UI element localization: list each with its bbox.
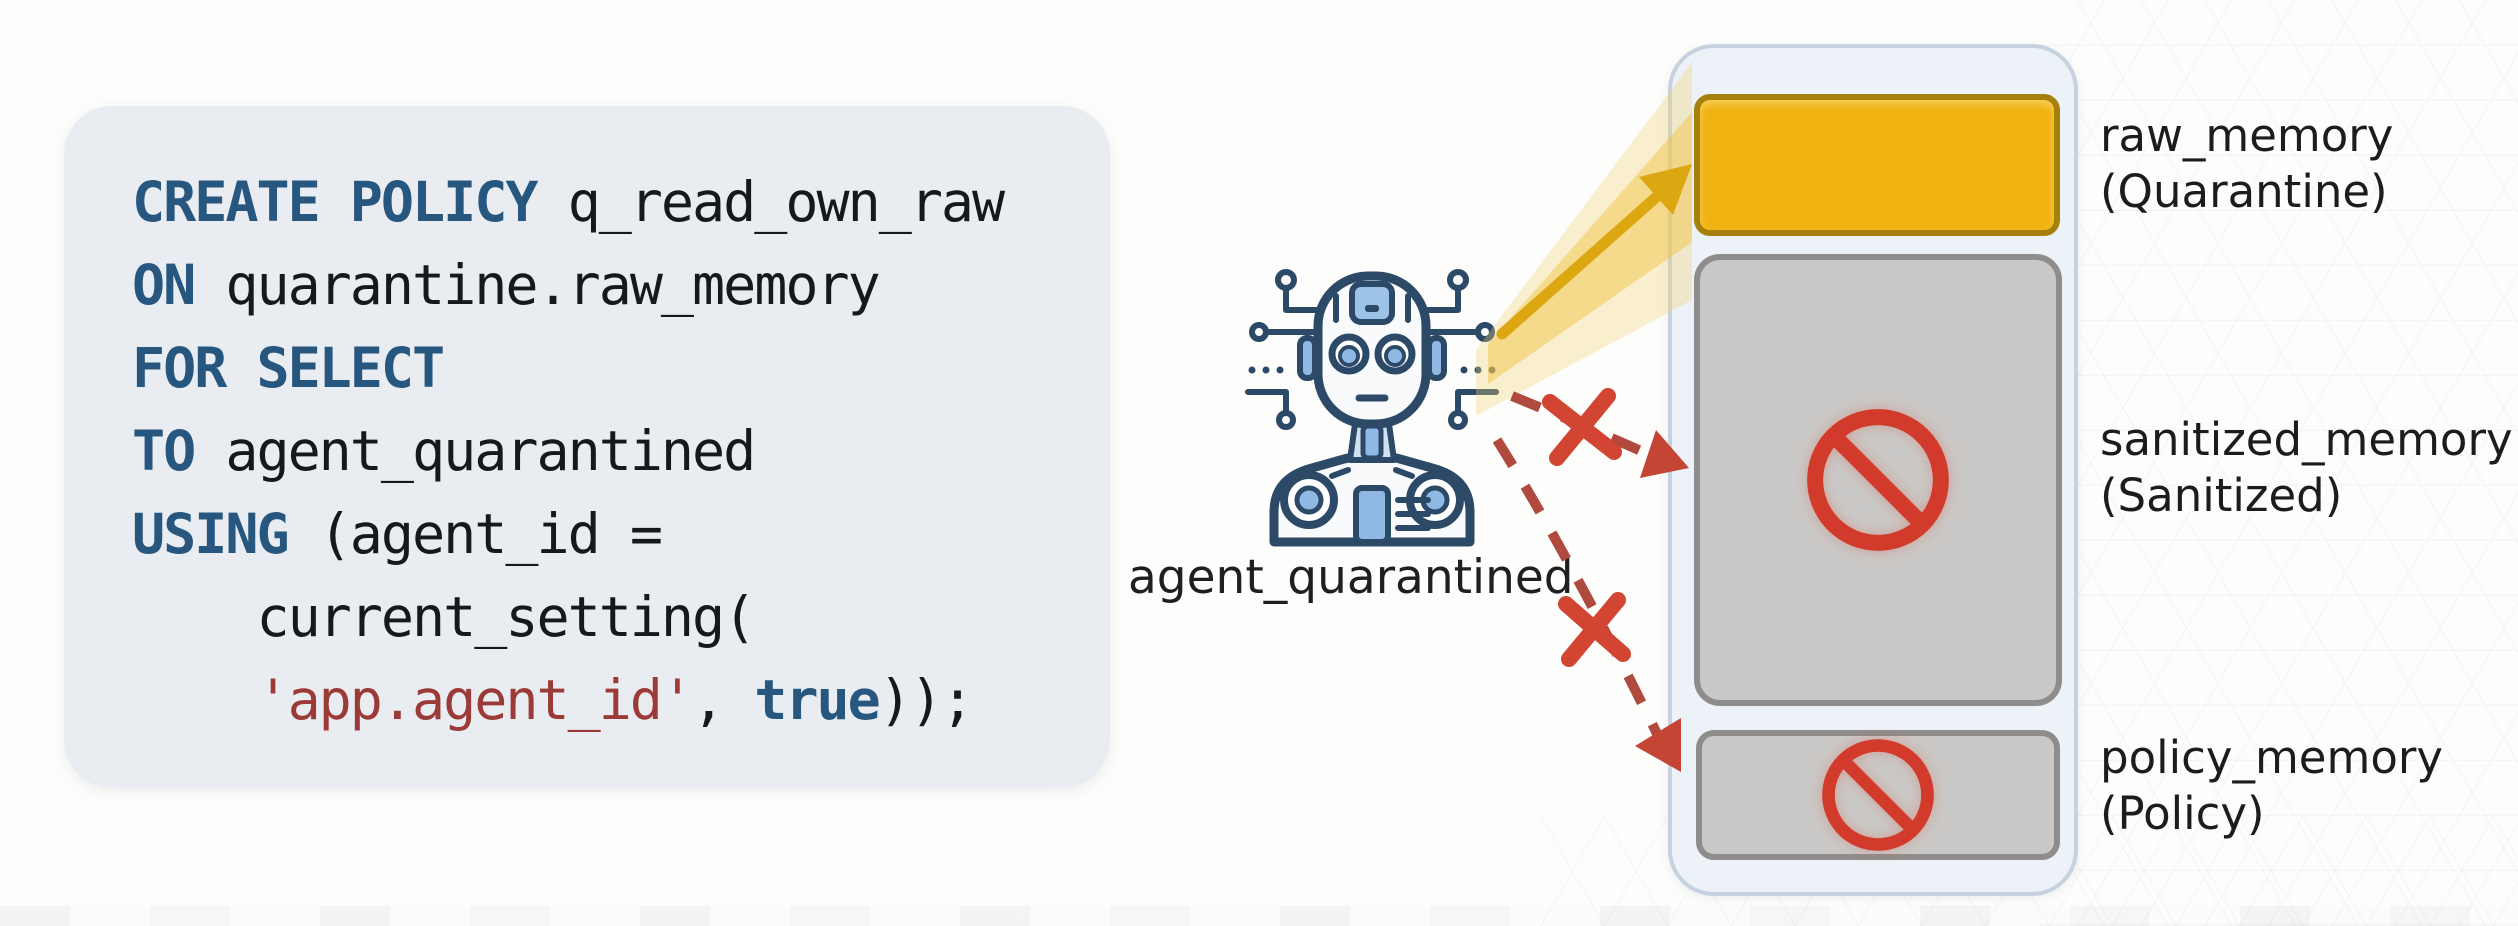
raw-memory-box bbox=[1694, 94, 2060, 236]
policy-memory-box bbox=[1696, 730, 2060, 860]
circuit-right bbox=[1423, 269, 1499, 430]
raw-memory-label-sub: (Quarantine) bbox=[2100, 165, 2388, 218]
sanitized-memory-box bbox=[1694, 254, 2062, 706]
sanitized-memory-label: sanitized_memory (Sanitized) bbox=[2100, 412, 2518, 524]
sanitized-memory-label-name: sanitized_memory bbox=[2100, 413, 2513, 466]
no-entry-icon bbox=[1807, 409, 1949, 551]
blocked-arrow-sanitized-memory bbox=[1510, 388, 1689, 478]
sanitized-memory-label-sub: (Sanitized) bbox=[2100, 469, 2343, 522]
raw-memory-label-name: raw_memory bbox=[2100, 109, 2394, 162]
raw-memory-label: raw_memory (Quarantine) bbox=[2100, 108, 2518, 220]
robot-icon bbox=[1245, 269, 1499, 547]
bottom-edge-strip bbox=[0, 906, 2518, 926]
x-mark bbox=[1558, 592, 1631, 667]
circuit-left bbox=[1245, 269, 1321, 430]
policy-memory-label-name: policy_memory bbox=[2100, 731, 2443, 784]
policy-memory-label-sub: (Policy) bbox=[2100, 787, 2265, 840]
policy-memory-label: policy_memory (Policy) bbox=[2100, 730, 2518, 842]
x-mark bbox=[1542, 388, 1622, 466]
background-pattern bbox=[2040, 0, 2518, 926]
blocked-arrow-policy-memory bbox=[1492, 437, 1681, 772]
memory-schema-panel bbox=[1668, 44, 2078, 896]
no-entry-icon bbox=[1822, 739, 1934, 851]
agent-role-label: agent_quarantined bbox=[1128, 550, 1574, 605]
